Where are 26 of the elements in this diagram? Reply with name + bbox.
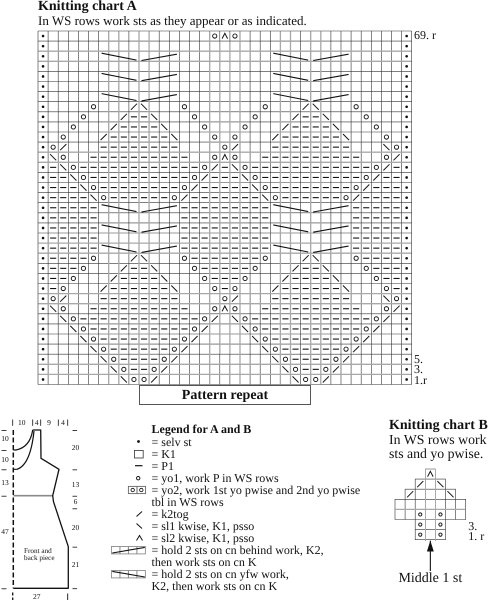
legend-text: = yo2, work 1st yo pwise and 2nd yo pwise tbl in WS rows [152,484,362,508]
row-number: 5. [414,354,423,364]
row-number: 3. [468,520,478,531]
legend-text: = P1 [152,460,175,472]
chart-title: Knitting chart B [389,418,488,433]
arrow [426,540,434,571]
row-number: 3. [414,364,423,374]
legend-text: = hold 2 sts on cn behind work, K2, then work sts on cn K [152,544,325,568]
legend-text: = selv st [152,436,193,448]
legend-heading: Legend for A and B [152,423,252,436]
middle-stitch-column [424,468,436,541]
chart-title: Knitting chart A [38,0,137,14]
legend-text: = hold 2 sts on cn yfw work, K2, then work sts on cn K [152,568,290,592]
bracket-label: Pattern repeat [180,386,270,404]
legend-text: = sl2 kwise, K1, psso [152,532,256,544]
legend-text: = K1 [152,448,177,460]
legend-text: = yo1, work P in WS rows [152,472,280,484]
chart-instructions: In WS rows work sts and yo pwise. [389,432,488,462]
row-number: 69. r [414,30,436,41]
row-number: 1.r [414,374,427,384]
chart-instructions: In WS rows work sts as they appear or as indicated. [38,14,307,26]
row-number: 1. r [468,531,484,542]
legend-text: = sl1 kwise, K1, psso [152,520,256,532]
repeat-bracket [139,384,311,405]
legend-text: = k2tog [152,508,190,520]
pointer-label: Middle 1 st [394,571,466,586]
